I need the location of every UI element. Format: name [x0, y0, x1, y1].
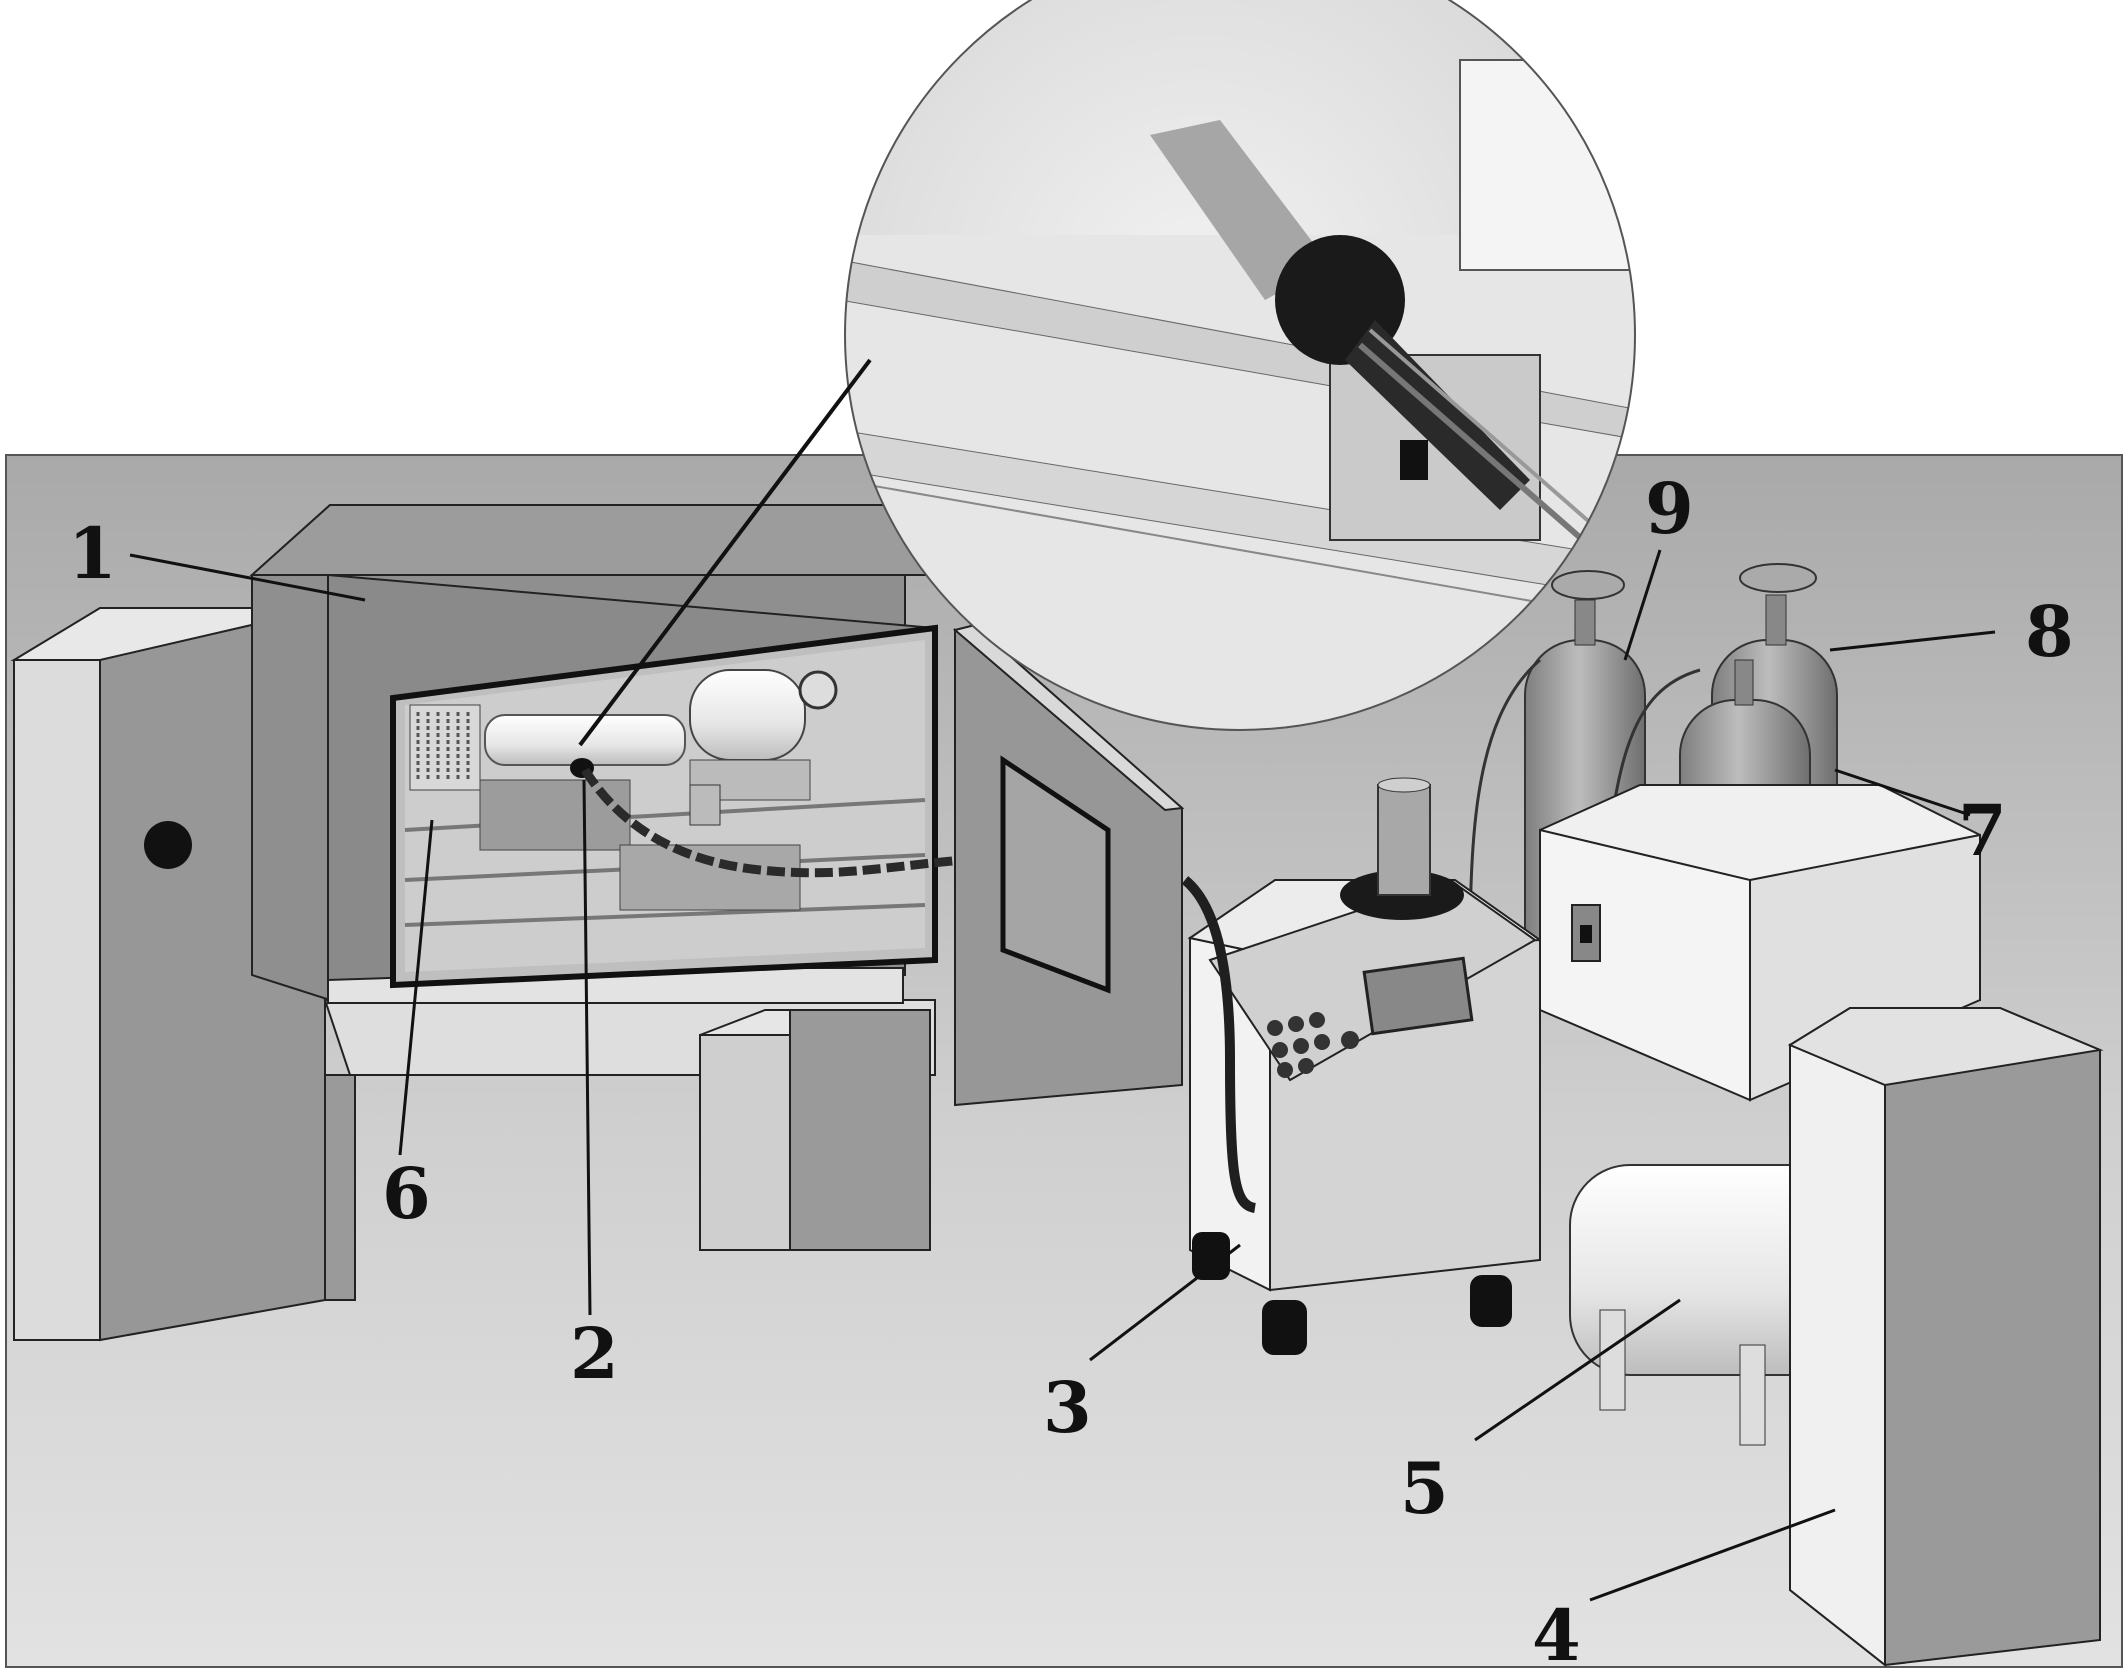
label-7: 7 — [1958, 789, 2007, 872]
pump-cylinder — [1377, 784, 1431, 896]
callout-line-2 — [582, 779, 592, 1316]
heater-coil — [409, 704, 481, 791]
callout-line-5 — [1474, 1298, 1681, 1442]
label-5: 5 — [1400, 1447, 1449, 1530]
magnified-view — [844, 0, 1636, 731]
label-4: 4 — [1532, 1594, 1581, 1674]
compressor-box-4 — [1789, 1043, 1886, 1668]
callout-line-1 — [129, 553, 366, 602]
label-3: 3 — [1043, 1366, 1092, 1449]
label-9: 9 — [1645, 467, 1694, 550]
callout-line-6 — [398, 819, 434, 1156]
chamber-door — [952, 623, 1185, 1107]
sensor-cable — [581, 767, 1046, 878]
callout-line-9 — [1623, 549, 1662, 661]
callout-line-4 — [1589, 1508, 1836, 1602]
callout-line-3 — [1089, 1243, 1241, 1362]
label-2: 2 — [570, 1312, 619, 1395]
control-cart — [1181, 777, 1542, 1355]
callout-line-zoom — [578, 358, 872, 747]
control-knob-icon — [144, 821, 192, 869]
support-table — [323, 999, 936, 1301]
label-8: 8 — [2025, 590, 2074, 673]
callout-line-8 — [1829, 630, 1996, 652]
label-6: 6 — [382, 1152, 431, 1235]
door-window — [1000, 755, 1111, 994]
compressor-unit — [1539, 784, 2104, 1668]
vacuum-chamber — [249, 504, 1046, 1004]
callout-line-7 — [1834, 768, 1971, 817]
label-1: 1 — [68, 512, 117, 595]
controller-display — [1362, 956, 1474, 1036]
